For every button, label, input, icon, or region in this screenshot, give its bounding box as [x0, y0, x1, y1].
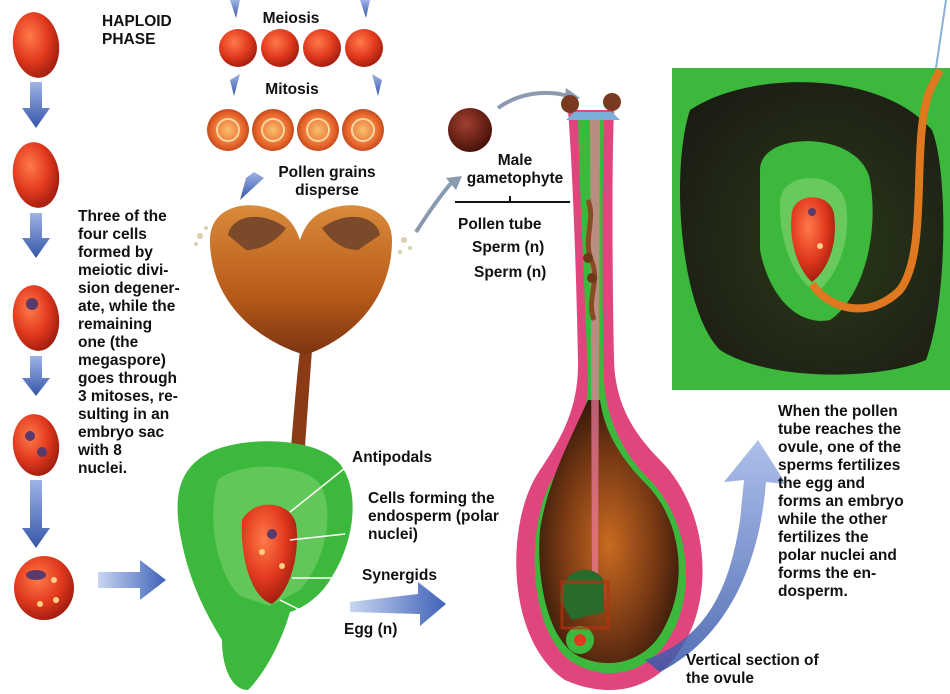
megaspore-description: Three of the four cells formed by meioti…: [78, 208, 210, 478]
down-arrow-1: [22, 82, 50, 128]
vertical-section-label: Vertical section of the ovule: [686, 652, 866, 688]
fertilization-panel: [672, 0, 950, 390]
fertilization-description: When the pollen tube reaches the ovule, …: [778, 403, 948, 601]
down-arrow-2: [22, 213, 50, 258]
down-arrow-3: [22, 356, 50, 396]
sperm-label-2: Sperm (n): [474, 264, 546, 282]
cell-2: [9, 139, 64, 211]
embryo-sac: [178, 441, 353, 690]
cell-3: [9, 282, 64, 354]
meiosis-label: Meiosis: [254, 10, 328, 28]
male-gametophyte-label: Male gametophyte: [450, 152, 580, 188]
mitosis-label: Mitosis: [256, 81, 328, 99]
antipodals-label: Antipodals: [352, 449, 432, 467]
egg-label: Egg (n): [344, 621, 397, 639]
synergids-label: Synergids: [362, 567, 437, 585]
pollen-grains-label: Pollen grains disperse: [268, 164, 386, 200]
pollen-tube-label: Pollen tube: [458, 216, 542, 234]
haploid-phase-label: HAPLOID PHASE: [102, 13, 172, 49]
right-arrow-2: [350, 582, 446, 626]
cell-4: [9, 411, 63, 479]
down-arrow-4: [22, 480, 50, 548]
megaspore-sequence: [9, 9, 74, 620]
cell-5: [14, 556, 74, 620]
sperm-label-1: Sperm (n): [472, 239, 544, 257]
endosperm-cells-label: Cells forming the endosperm (polar nucle…: [368, 490, 538, 544]
right-arrow-1: [98, 560, 166, 600]
cell-1: [9, 9, 64, 81]
